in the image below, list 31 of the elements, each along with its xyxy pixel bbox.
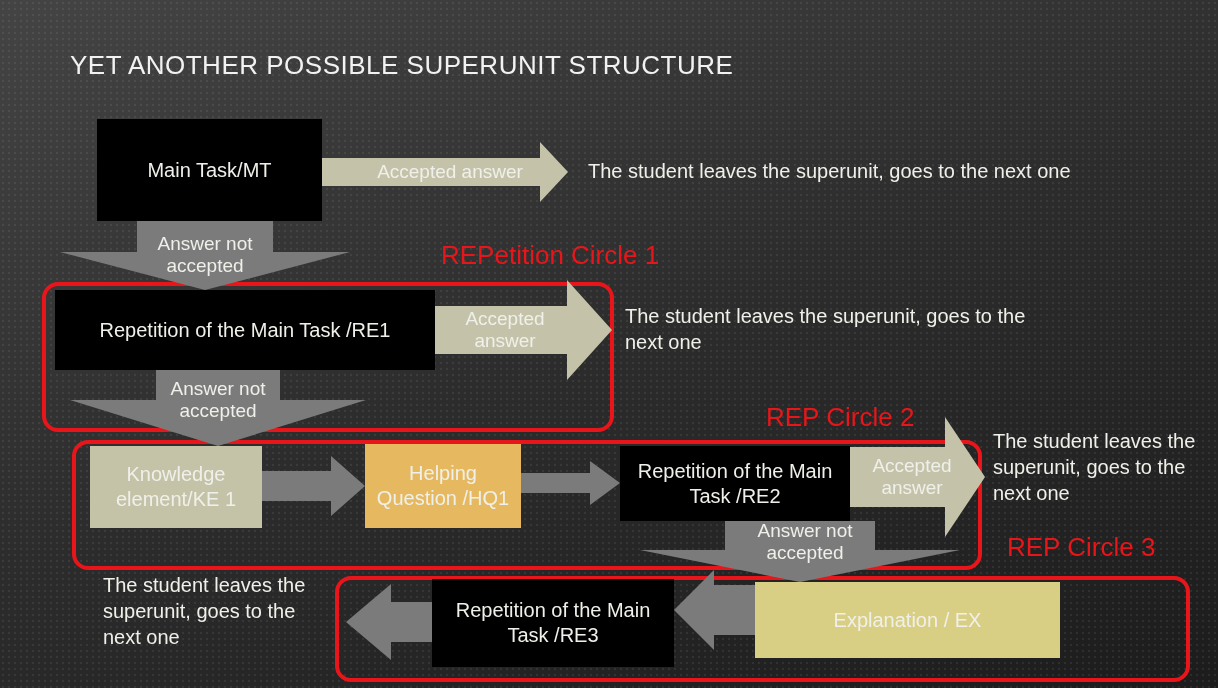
edge-label: Accepted answer (464, 308, 546, 352)
circle-heading: REP Circle 2 (766, 402, 915, 433)
edge-label: Accepted answer (871, 455, 953, 499)
block-arrow (262, 456, 365, 516)
slide-title: YET ANOTHER POSSIBLE SUPERUNIT STRUCTURE (70, 50, 734, 81)
outcome-text: The student leaves the superunit, goes to the next one (993, 428, 1211, 508)
process-box: Repetition of the Main Task /RE3 (432, 579, 674, 667)
block-arrow (674, 570, 755, 650)
process-box: Repetition of the Main Task /RE1 (55, 290, 435, 370)
block-arrow (70, 370, 366, 446)
process-box: Repetition of the Main Task /RE2 (620, 446, 850, 521)
process-box: Explanation / EX (755, 582, 1060, 658)
block-arrow (521, 461, 620, 505)
process-box: Knowledge element/KE 1 (90, 446, 262, 528)
edge-label: Answer not accepted (156, 233, 254, 277)
process-box: Helping Question /HQ1 (365, 444, 521, 528)
outcome-text: The student leaves the superunit, goes to the next one (103, 572, 321, 652)
circle-heading: REP Circle 3 (1007, 532, 1156, 563)
process-box: Main Task/MT (97, 119, 322, 221)
outcome-text: The student leaves the superunit, goes to the next one (588, 158, 1198, 188)
block-arrow (850, 417, 985, 537)
block-arrow (322, 142, 568, 202)
block-arrow (435, 280, 612, 380)
edge-label: Answer not accepted (756, 520, 854, 564)
edge-label: Accepted answer (376, 161, 524, 183)
circle-heading: REPetition Circle 1 (441, 240, 660, 271)
edge-label: Answer not accepted (169, 378, 267, 422)
block-arrow (640, 521, 960, 582)
block-arrow (346, 584, 432, 660)
block-arrow (60, 221, 350, 290)
outcome-text: The student leaves the superunit, goes to the next one (625, 303, 1065, 355)
